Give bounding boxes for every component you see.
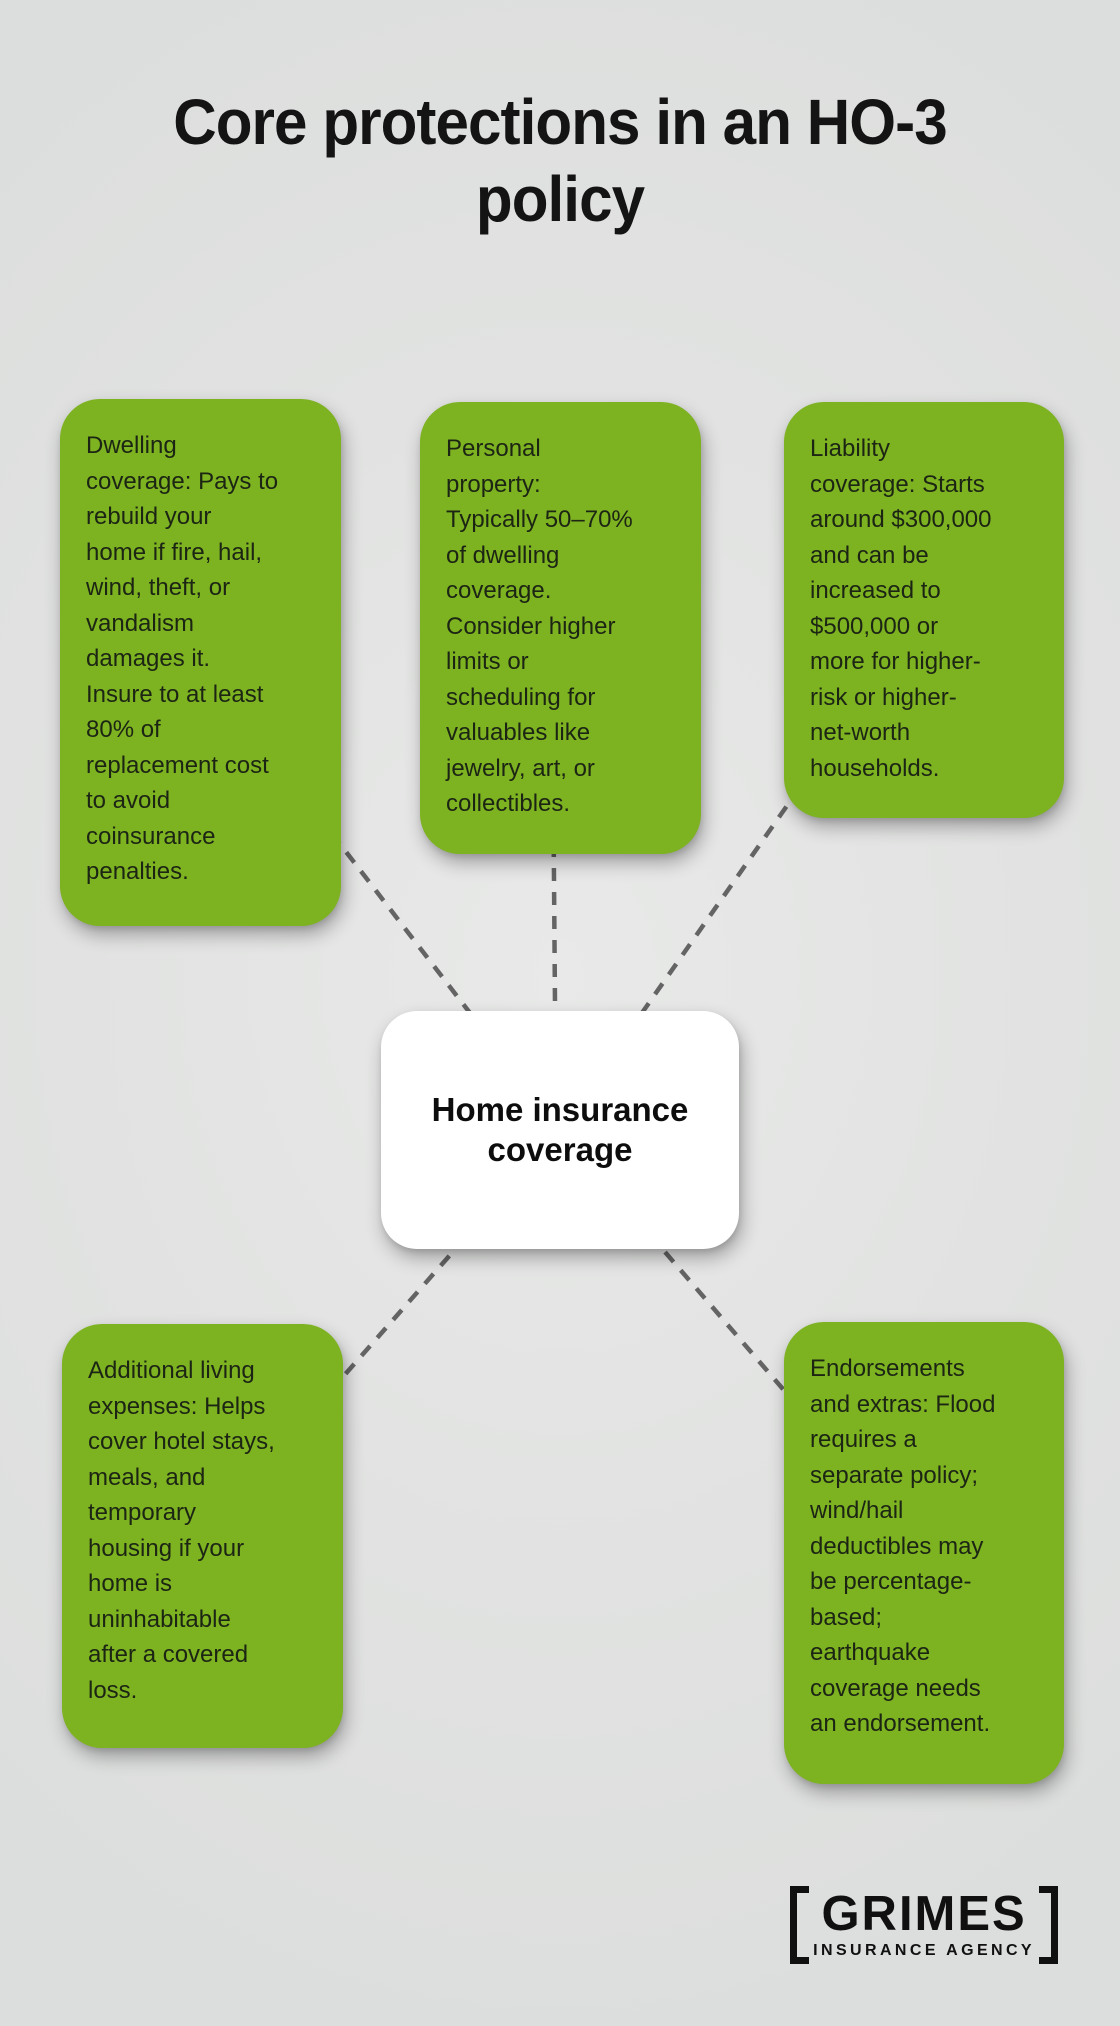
brand-subtitle: INSURANCE AGENCY xyxy=(813,1942,1035,1959)
node-home-insurance-coverage: Home insurance coverage xyxy=(381,1011,739,1249)
logo-text: GRIMES INSURANCE AGENCY xyxy=(809,1886,1039,1964)
node-personal-property-text: Personal property: Typically 50–70% of d… xyxy=(446,435,633,817)
node-liability-coverage-text: Liability coverage: Starts around $300,0… xyxy=(810,435,992,782)
page-title: Core protections in an HO-3 policy xyxy=(173,86,947,235)
logo-left-bracket-icon xyxy=(790,1886,810,1964)
logo-right-bracket-icon xyxy=(1039,1886,1058,1964)
node-additional-living-expenses: Additional living expenses: Helps cover … xyxy=(62,1324,343,1748)
node-endorsements-and-extras: Endorsements and extras: Flood requires … xyxy=(784,1322,1064,1784)
node-liability-coverage: Liability coverage: Starts around $300,0… xyxy=(784,402,1064,818)
node-home-insurance-coverage-label: Home insurance coverage xyxy=(431,1091,689,1168)
node-personal-property: Personal property: Typically 50–70% of d… xyxy=(420,402,701,854)
node-dwelling-coverage: Dwelling coverage: Pays to rebuild your … xyxy=(60,399,341,926)
node-endorsements-and-extras-text: Endorsements and extras: Flood requires … xyxy=(810,1355,996,1737)
node-additional-living-expenses-text: Additional living expenses: Helps cover … xyxy=(88,1357,275,1704)
connector-ale-line xyxy=(201,1128,562,1538)
brand-name: GRIMES xyxy=(821,1887,1027,1941)
brand-logo: GRIMES INSURANCE AGENCY xyxy=(790,1886,1058,1964)
node-dwelling-coverage-text: Dwelling coverage: Pays to rebuild your … xyxy=(86,432,279,885)
